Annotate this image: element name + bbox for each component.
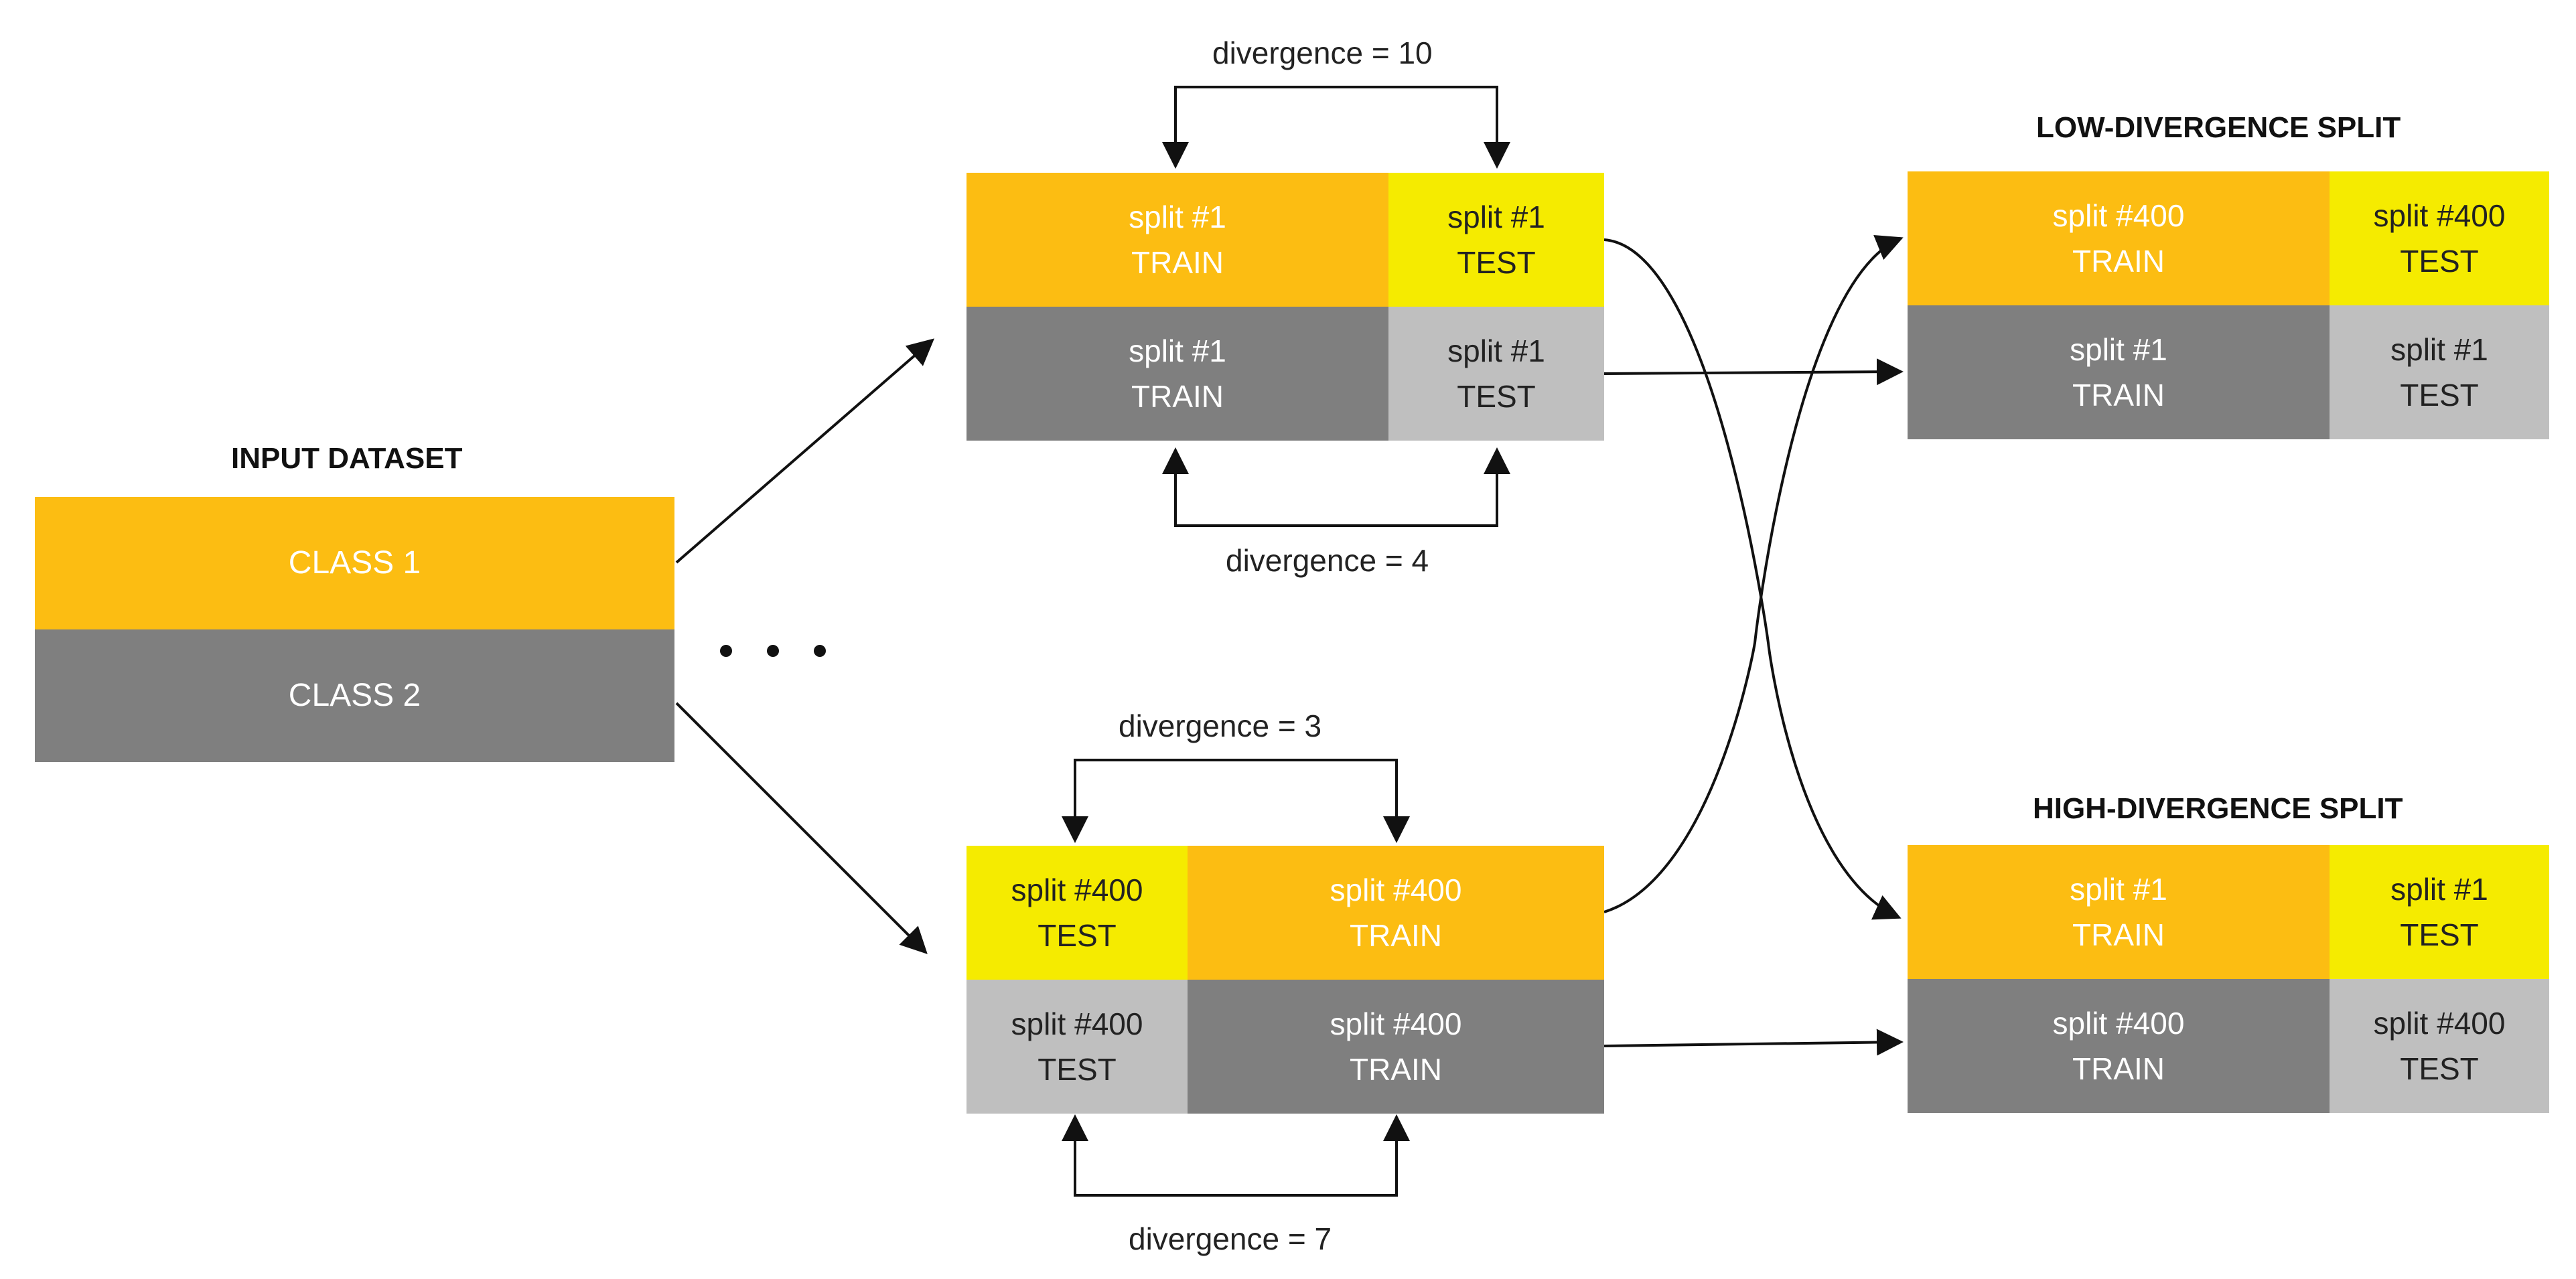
split400-class2-train: split #400 TRAIN bbox=[1188, 980, 1604, 1114]
arrow-split400-class2-to-high bbox=[1603, 1029, 1904, 1056]
split400-class2-train-line2: TRAIN bbox=[1350, 1052, 1442, 1087]
divergence-3-label: divergence = 3 bbox=[1119, 708, 1322, 743]
divergence-4-label: divergence = 4 bbox=[1226, 543, 1429, 578]
low-class2-test-line1: split #1 bbox=[2390, 332, 2488, 367]
high-class1-test-line2: TEST bbox=[2400, 917, 2479, 952]
split400-class1-train: split #400 TRAIN bbox=[1188, 846, 1604, 980]
split1-class1-test-line2: TEST bbox=[1457, 245, 1536, 280]
bracket-divergence-3 bbox=[1074, 759, 1410, 843]
divergence-7-label: divergence = 7 bbox=[1129, 1221, 1332, 1256]
high-divergence-heading: HIGH-DIVERGENCE SPLIT bbox=[2033, 792, 2403, 825]
arrow-split1-class1-to-high bbox=[1603, 238, 1902, 920]
split1-class1-train: split #1 TRAIN bbox=[967, 173, 1388, 307]
split400-class2-test-line1: split #400 bbox=[1011, 1006, 1143, 1041]
split1-class1-train-line2: TRAIN bbox=[1131, 245, 1224, 280]
ellipsis-dot-2 bbox=[767, 645, 779, 657]
split400-class1-train-line1: split #400 bbox=[1330, 873, 1462, 907]
split400-class2-train-line1: split #400 bbox=[1330, 1006, 1462, 1041]
low-class2-train-line1: split #1 bbox=[2070, 332, 2167, 367]
split400-class1-test-line2: TEST bbox=[1037, 918, 1117, 953]
high-class1-test-line1: split #1 bbox=[2390, 872, 2488, 907]
split400-class2-test-line2: TEST bbox=[1037, 1052, 1117, 1087]
bracket-divergence-7 bbox=[1074, 1114, 1410, 1197]
arrow-split400-class1-to-low bbox=[1603, 235, 1904, 913]
input-dataset-heading: INPUT DATASET bbox=[231, 442, 463, 475]
input-class-1-label: CLASS 1 bbox=[288, 545, 421, 581]
split1-class2-train: split #1 TRAIN bbox=[967, 307, 1388, 441]
split400-class1-test: split #400 TEST bbox=[967, 846, 1188, 980]
low-class2-train-line2: TRAIN bbox=[2072, 378, 2165, 412]
high-class2-test: split #400 TEST bbox=[2330, 979, 2549, 1113]
low-class1-test-line1: split #400 bbox=[2373, 198, 2506, 233]
high-class1-train: split #1 TRAIN bbox=[1908, 845, 2330, 979]
low-class2-train: split #1 TRAIN bbox=[1908, 305, 2330, 439]
divergence-10-label: divergence = 10 bbox=[1212, 35, 1433, 70]
split1-class2-test: split #1 TEST bbox=[1388, 307, 1604, 441]
split400-class2-test: split #400 TEST bbox=[967, 980, 1188, 1114]
high-class1-test: split #1 TEST bbox=[2330, 845, 2549, 979]
low-class1-test-line2: TEST bbox=[2400, 244, 2479, 279]
bracket-divergence-10 bbox=[1174, 86, 1510, 169]
split1-class1-test-line1: split #1 bbox=[1447, 200, 1545, 234]
low-class2-test-line2: TEST bbox=[2400, 378, 2479, 412]
high-class2-train: split #400 TRAIN bbox=[1908, 979, 2330, 1113]
high-class1-train-line2: TRAIN bbox=[2072, 917, 2165, 952]
split400-class1-test-line1: split #400 bbox=[1011, 873, 1143, 907]
low-class1-train-line2: TRAIN bbox=[2072, 244, 2165, 279]
high-class2-test-line1: split #400 bbox=[2373, 1006, 2506, 1041]
ellipsis-dot-1 bbox=[720, 645, 732, 657]
low-class1-train-line1: split #400 bbox=[2052, 198, 2185, 233]
low-divergence-heading: LOW-DIVERGENCE SPLIT bbox=[2036, 111, 2401, 144]
split1-class1-train-line1: split #1 bbox=[1129, 200, 1226, 234]
arrow-input-to-split-400 bbox=[675, 702, 928, 954]
high-class2-test-line2: TEST bbox=[2400, 1051, 2479, 1086]
high-class2-train-line1: split #400 bbox=[2052, 1006, 2185, 1041]
input-class-1: CLASS 1 bbox=[35, 497, 674, 629]
low-class2-test: split #1 TEST bbox=[2330, 305, 2549, 439]
high-class2-train-line2: TRAIN bbox=[2072, 1051, 2165, 1086]
bracket-divergence-4 bbox=[1174, 447, 1510, 527]
arrow-input-to-split-1 bbox=[675, 338, 935, 564]
split1-class2-train-line2: TRAIN bbox=[1131, 379, 1224, 414]
split1-class2-test-line2: TEST bbox=[1457, 379, 1536, 414]
split1-class2-train-line1: split #1 bbox=[1129, 333, 1226, 368]
split400-class1-train-line2: TRAIN bbox=[1350, 918, 1442, 953]
arrow-split1-class2-to-low bbox=[1603, 358, 1904, 386]
split1-class1-test: split #1 TEST bbox=[1388, 173, 1604, 307]
low-class1-test: split #400 TEST bbox=[2330, 171, 2549, 305]
input-class-2: CLASS 2 bbox=[35, 629, 674, 762]
low-class1-train: split #400 TRAIN bbox=[1908, 171, 2330, 305]
high-class1-train-line1: split #1 bbox=[2070, 872, 2167, 907]
ellipsis-dot-3 bbox=[814, 645, 826, 657]
split1-class2-test-line1: split #1 bbox=[1447, 333, 1545, 368]
input-class-2-label: CLASS 2 bbox=[288, 678, 421, 713]
